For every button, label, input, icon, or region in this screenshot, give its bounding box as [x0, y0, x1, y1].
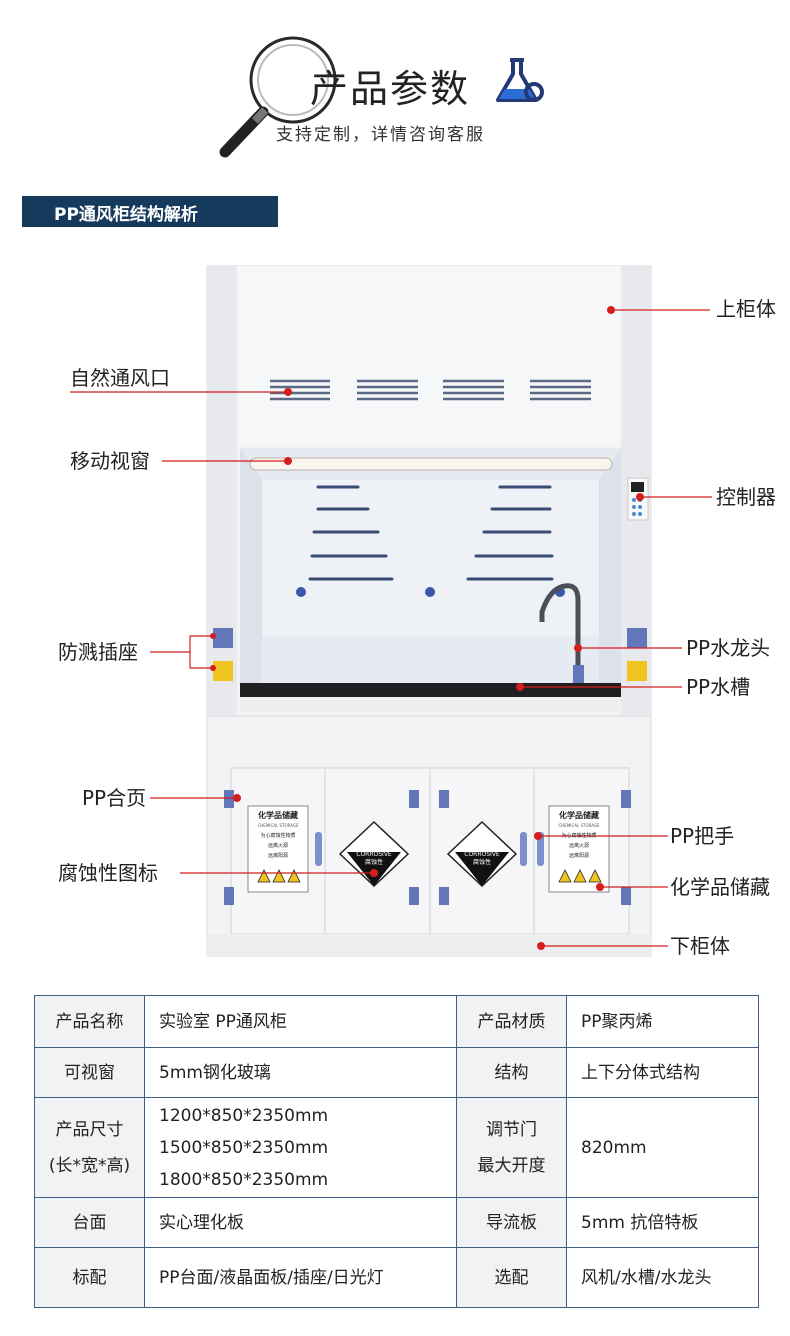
sign-right-line1: 为心腐蚀性物质 — [561, 833, 597, 839]
spec-key: 调节门 最大开度 — [456, 1097, 567, 1198]
sign-right-line2: 远离火源 — [568, 843, 589, 849]
spec-key: 结构 — [456, 1047, 567, 1098]
sign-left-line3: 远离阳源 — [267, 853, 288, 859]
spec-value: 上下分体式结构 — [566, 1047, 759, 1098]
sign-left-line1: 为心腐蚀性物质 — [260, 833, 296, 839]
spec-value: 实心理化板 — [144, 1197, 457, 1248]
spec-value: 5mm钢化玻璃 — [144, 1047, 457, 1098]
label-sash: 移动视窗 — [70, 449, 150, 473]
spec-key: 导流板 — [456, 1197, 567, 1248]
label-hinge: PP合页 — [82, 786, 147, 810]
spec-key-line: 产品尺寸 — [55, 1119, 124, 1140]
spec-value: 1200*850*2350mm 1500*850*2350mm 1800*850… — [144, 1097, 457, 1198]
page-title: 产品参数 — [310, 67, 471, 111]
corrosive-en-right: CORROSIVE — [464, 851, 500, 858]
table-row: 可视窗 5mm钢化玻璃 结构 上下分体式结构 — [34, 1047, 759, 1098]
corrosive-diamond-left — [338, 820, 410, 888]
sign-right-title: 化学品储藏 — [559, 811, 599, 820]
spec-value-line: 1200*850*2350mm — [159, 1105, 329, 1126]
sign-left-subtitle: CHEMICAL STORAGE — [257, 823, 299, 828]
sign-right-subtitle: CHEMICAL STORAGE — [558, 823, 600, 828]
table-row: 台面 实心理化板 导流板 5mm 抗倍特板 — [34, 1197, 759, 1248]
sign-left-line2: 远离火源 — [267, 843, 288, 849]
table-row: 产品名称 实验室 PP通风柜 产品材质 PP聚丙烯 — [34, 995, 759, 1048]
corrosive-cn-right: 腐蚀性 — [472, 859, 491, 866]
spec-value: 820mm — [566, 1097, 759, 1198]
socket-right-blue — [627, 628, 647, 648]
spec-key-line: 最大开度 — [477, 1155, 546, 1176]
label-corrosive-sign: 腐蚀性图标 — [58, 861, 158, 885]
label-socket: 防溅插座 — [58, 640, 138, 664]
magnifier-icon — [219, 36, 337, 158]
spec-value: 5mm 抗倍特板 — [566, 1197, 759, 1248]
spec-key-line: (长*宽*高) — [48, 1155, 131, 1176]
spec-value-line: 1500*850*2350mm — [159, 1137, 329, 1158]
label-faucet: PP水龙头 — [686, 636, 771, 660]
label-controller: 控制器 — [716, 485, 776, 509]
spec-key: 产品名称 — [34, 995, 145, 1048]
section-bar — [22, 196, 278, 227]
corrosive-cn-left: 腐蚀性 — [364, 859, 383, 866]
spec-key: 标配 — [34, 1247, 145, 1308]
socket-left-blue — [213, 628, 233, 648]
spec-value: 风机/水槽/水龙头 — [566, 1247, 759, 1308]
sliding-sash — [249, 457, 613, 471]
label-vent: 自然通风口 — [70, 366, 170, 390]
label-chemical-storage: 化学品储藏 — [670, 875, 770, 899]
label-sink: PP水槽 — [686, 675, 751, 699]
label-upper-cabinet: 上柜体 — [716, 297, 776, 321]
spec-key: 台面 — [34, 1197, 145, 1248]
spec-key: 产品尺寸 (长*宽*高) — [34, 1097, 145, 1198]
spec-key: 产品材质 — [456, 995, 567, 1048]
table-row: 标配 PP台面/液晶面板/插座/日光灯 选配 风机/水槽/水龙头 — [34, 1247, 759, 1308]
spec-value: PP聚丙烯 — [566, 995, 759, 1048]
spec-key: 选配 — [456, 1247, 567, 1308]
label-handle: PP把手 — [670, 824, 735, 848]
page-subtitle: 支持定制，详情咨询客服 — [276, 125, 485, 145]
label-lower-cabinet: 下柜体 — [670, 934, 730, 958]
spec-key-line: 调节门 — [486, 1119, 537, 1140]
faucet — [539, 583, 581, 680]
sign-left-title: 化学品储藏 — [258, 811, 298, 820]
socket-left-yellow — [213, 661, 233, 681]
vent-grilles — [270, 379, 591, 401]
sign-right-line3: 远离阳源 — [568, 853, 589, 859]
spec-value: PP台面/液晶面板/插座/日光灯 — [144, 1247, 457, 1308]
spec-table: 产品名称 实验室 PP通风柜 产品材质 PP聚丙烯 可视窗 5mm钢化玻璃 结构… — [34, 995, 759, 1308]
spec-value-line: 1800*850*2350mm — [159, 1169, 329, 1190]
section-title: PP通风柜结构解析 — [54, 205, 198, 225]
socket-right-yellow — [627, 661, 647, 681]
fume-hood-illustration — [70, 265, 712, 957]
corrosive-diamond-right — [446, 820, 518, 888]
table-row: 产品尺寸 (长*宽*高) 1200*850*2350mm 1500*850*23… — [34, 1097, 759, 1198]
corrosive-en-left: CORROSIVE — [356, 851, 392, 858]
worktop-sink — [240, 683, 621, 697]
spec-key: 可视窗 — [34, 1047, 145, 1098]
spec-value: 实验室 PP通风柜 — [144, 995, 457, 1048]
flask-icon — [496, 58, 544, 102]
